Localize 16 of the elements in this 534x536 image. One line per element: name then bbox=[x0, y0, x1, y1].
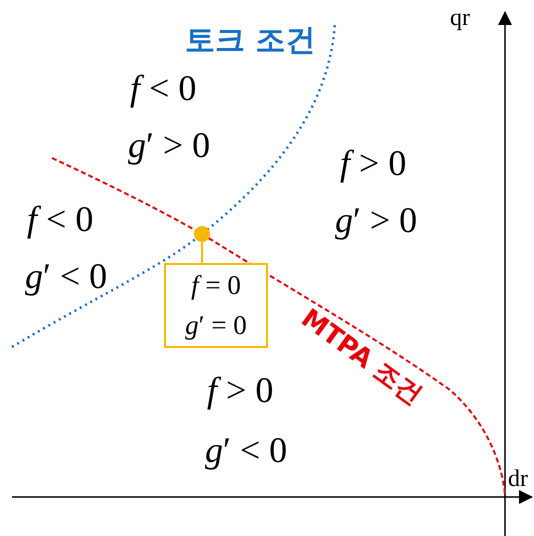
region-label: f > 0 bbox=[207, 372, 274, 408]
axis-label: dr bbox=[508, 467, 528, 491]
equation-text: f = 0 bbox=[191, 272, 241, 299]
region-label: f > 0 bbox=[340, 145, 406, 181]
region-label: f < 0 bbox=[27, 201, 94, 237]
condition-box bbox=[164, 263, 268, 348]
region-label: g′ < 0 bbox=[205, 432, 288, 468]
axis-label: qr bbox=[450, 6, 470, 30]
region-label: f < 0 bbox=[130, 70, 196, 106]
region-label: g′ < 0 bbox=[25, 258, 108, 294]
intersection-point bbox=[194, 226, 210, 242]
curve-label: 토크 조건 bbox=[185, 26, 316, 56]
equation-text: g′ = 0 bbox=[185, 312, 247, 340]
region-label: g′ > 0 bbox=[128, 127, 210, 163]
region-label: g′ > 0 bbox=[335, 202, 418, 238]
leader-line bbox=[201, 242, 203, 263]
